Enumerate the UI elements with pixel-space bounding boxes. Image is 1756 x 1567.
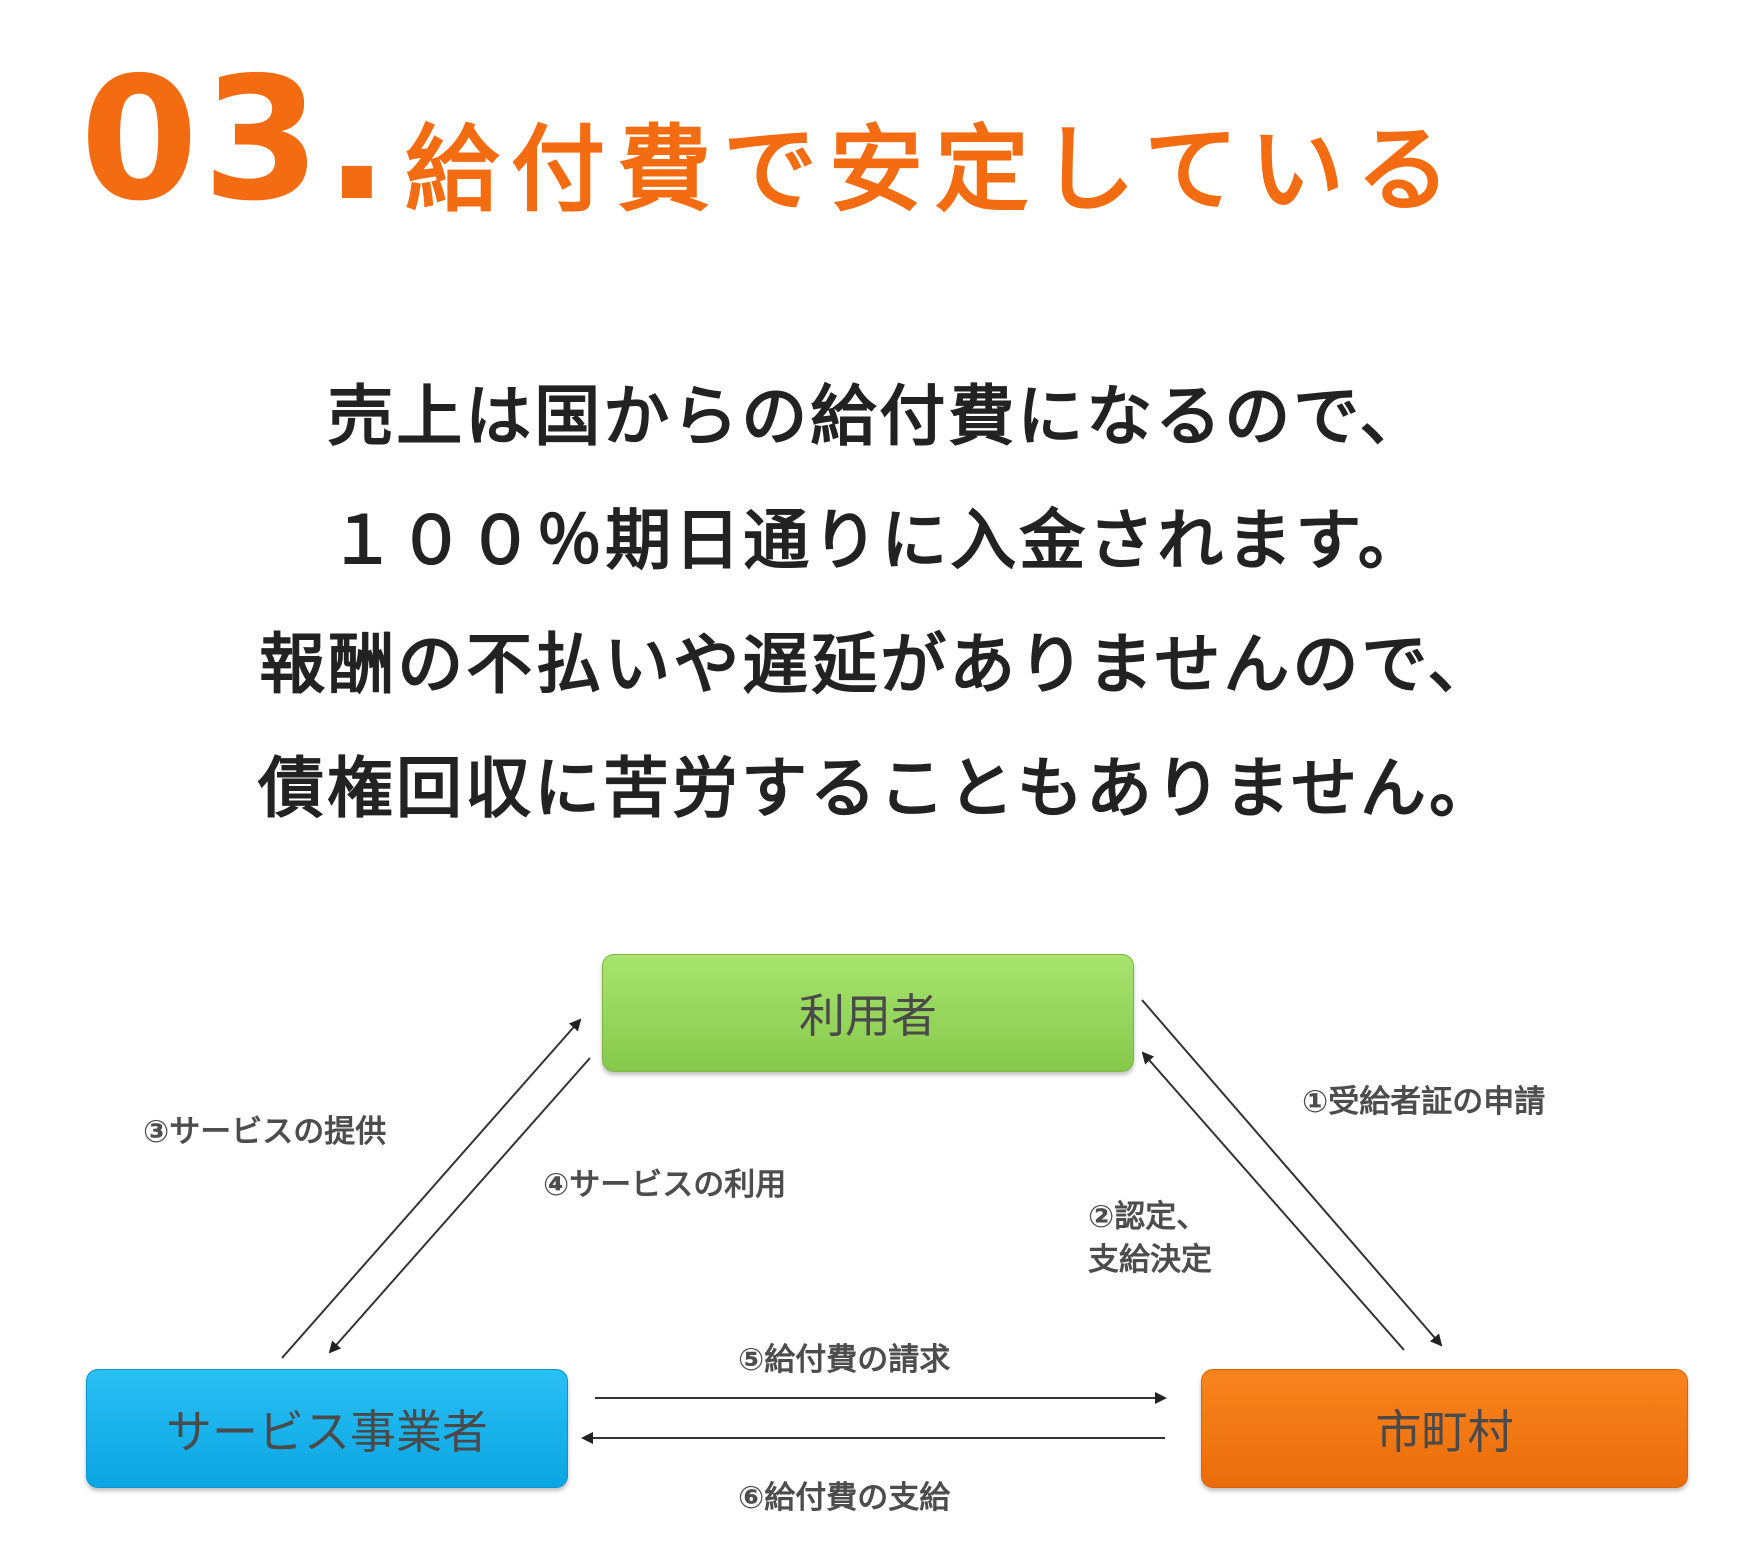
- service-provider-node-label: サービス事業者: [166, 1404, 488, 1459]
- message-block: 売上は国からの給付費になるので、 １００％期日通りに入金されます。 報酬の不払い…: [0, 355, 1756, 851]
- service-provider-node: サービス事業者: [86, 1369, 568, 1488]
- municipality-node-label: 市町村: [1375, 1404, 1514, 1459]
- flow-label-step3: ③サービスの提供: [143, 1114, 387, 1150]
- municipality-node: 市町村: [1201, 1369, 1688, 1488]
- flow-label-step4: ④サービスの利用: [543, 1167, 787, 1203]
- message-line: 売上は国からの給付費になるので、: [327, 378, 1429, 455]
- section-title: 給付費で安定している: [405, 116, 1463, 225]
- user-node-label: 利用者: [799, 989, 937, 1043]
- flow-label-step1: ①受給者証の申請: [1302, 1084, 1546, 1120]
- arrow-step1: [1141, 999, 1443, 1347]
- flow-label-step2-line1: ②認定、: [1088, 1199, 1208, 1235]
- flow-label-step5: ⑤給付費の請求: [738, 1342, 951, 1378]
- message-line: 報酬の不払いや遅延がありませんので、: [259, 626, 1497, 703]
- message-line: １００％期日通りに入金されます。: [329, 502, 1427, 579]
- user-node: 利用者: [602, 954, 1134, 1072]
- flow-label-step6: ⑥給付費の支給: [738, 1480, 951, 1516]
- arrow-step3: [281, 1018, 582, 1359]
- message-line: 債権回収に苦労することもありません。: [257, 750, 1499, 827]
- arrow-step4: [328, 1057, 591, 1354]
- flow-label-step2-line2: 支給決定: [1088, 1242, 1212, 1278]
- section-number: 03.: [80, 41, 394, 239]
- arrow-step2: [1141, 1051, 1405, 1351]
